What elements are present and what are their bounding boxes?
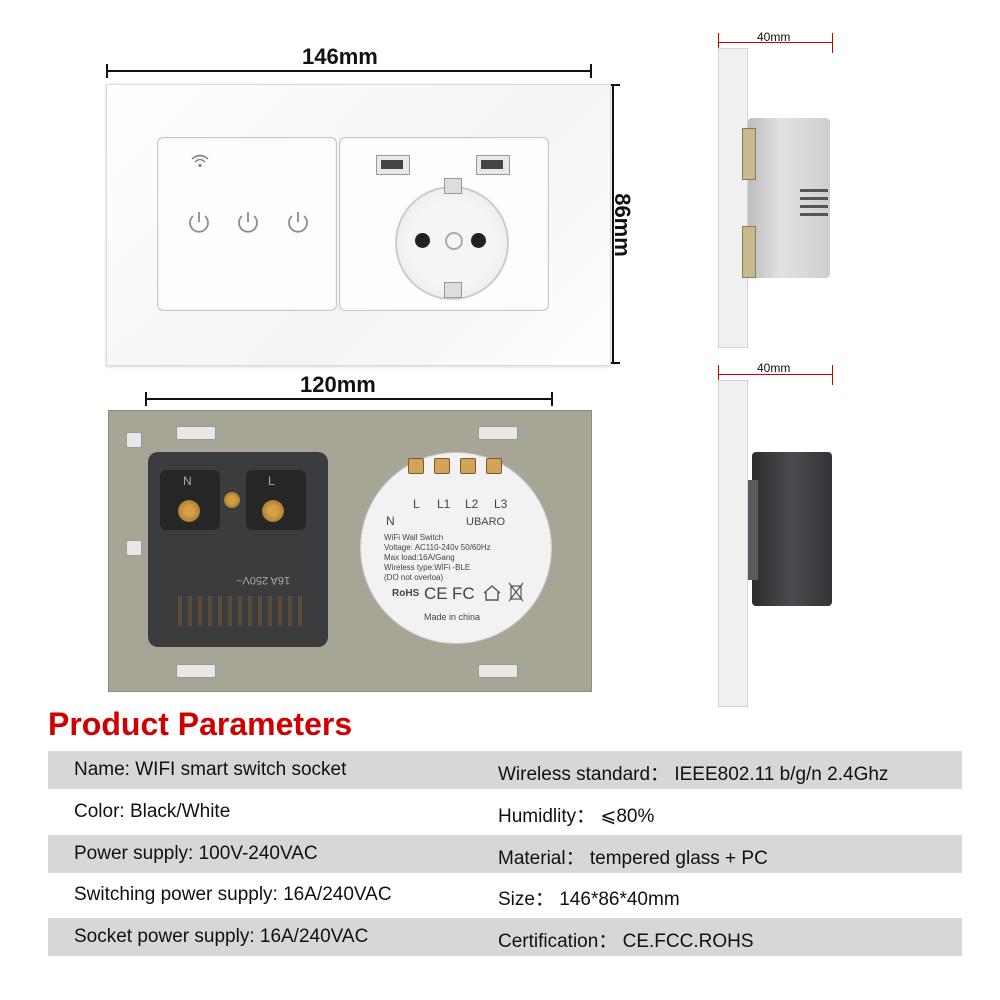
param-right: Certification： CE.FCC.ROHS	[498, 931, 754, 952]
wire-terminal-icon	[434, 458, 450, 474]
rohs-logo: RoHS	[392, 588, 420, 599]
side-view-clip	[748, 480, 758, 580]
wifi-icon	[191, 154, 209, 168]
param-row: Switching power supply: 16A/240VAC Size：…	[48, 876, 962, 914]
earth-clip-icon	[444, 282, 462, 298]
mounting-tab	[478, 426, 518, 440]
param-row: Socket power supply: 16A/240VAC Certific…	[48, 918, 962, 956]
param-left: Power supply: 100V-240VAC	[74, 843, 318, 864]
terminal-label: L2	[465, 497, 479, 511]
param-left: Switching power supply: 16A/240VAC	[74, 884, 392, 905]
socket-cooling-fins	[178, 596, 308, 626]
depth-dimension-line-bottom	[718, 365, 833, 385]
socket-rating-label: 16A 250V~	[236, 574, 291, 586]
power-icon[interactable]	[186, 210, 212, 236]
power-icon[interactable]	[285, 210, 311, 236]
terminal-screw-icon	[178, 500, 200, 522]
mounting-tab	[126, 432, 142, 448]
param-right: Humidlity： ⩽80%	[498, 806, 655, 827]
terminal-screw-icon	[224, 492, 240, 508]
param-row: Power supply: 100V-240VAC Material： temp…	[48, 835, 962, 873]
back-width-dimension-line	[145, 392, 553, 406]
mounting-tab	[176, 664, 216, 678]
side-view-clip	[742, 226, 756, 278]
param-row: Name: WIFI smart switch socket Wireless …	[48, 751, 962, 789]
terminal-screw-icon	[262, 500, 284, 522]
module-spec-line: Max load:16A/Gang	[384, 553, 455, 562]
param-left: Name: WIFI smart switch socket	[74, 759, 347, 780]
width-dimension-line	[106, 64, 592, 78]
wifi-switch-module-back	[360, 452, 552, 644]
mounting-tab	[478, 664, 518, 678]
module-n-label: N	[386, 514, 395, 528]
socket-center-mark	[445, 232, 463, 250]
width-dimension-label: 146mm	[302, 44, 378, 69]
depth-dimension-label-top: 40mm	[757, 30, 791, 44]
ce-logo: CE	[424, 584, 448, 603]
weee-bin-icon	[508, 582, 524, 602]
terminal-label: L3	[494, 497, 508, 511]
module-spec-line: WiFi Wall Switch	[384, 533, 444, 542]
param-left: Socket power supply: 16A/240VAC	[74, 926, 369, 947]
terminal-label: L	[413, 497, 420, 511]
module-spec-line: Voltage: AC110-240v 50/60Hz	[384, 543, 491, 552]
side-view-vents	[800, 186, 828, 216]
height-dimension-label: 86mm	[609, 193, 635, 257]
usb-port-icon[interactable]	[476, 155, 510, 175]
fcc-logo: FC	[452, 584, 475, 603]
wire-terminal-icon	[408, 458, 424, 474]
side-view-plate	[718, 48, 748, 348]
power-icon[interactable]	[235, 210, 261, 236]
param-row: Color: Black/White Humidlity： ⩽80%	[48, 793, 962, 831]
terminal-label: L1	[437, 497, 451, 511]
wire-terminal-icon	[460, 458, 476, 474]
module-spec-line: (DO not overloa)	[384, 573, 444, 582]
param-right: Wireless standard： IEEE802.11 b/g/n 2.4G…	[498, 764, 889, 785]
socket-n-label: N	[183, 474, 192, 488]
back-width-dimension-label: 120mm	[300, 372, 376, 397]
depth-dimension-line-top	[718, 33, 833, 53]
socket-pin-hole	[471, 233, 486, 248]
params-title: Product Parameters	[48, 706, 353, 742]
made-in-label: Made in china	[424, 612, 481, 622]
side-view-bottom-body	[752, 452, 832, 606]
param-right: Material： tempered glass + PC	[498, 848, 768, 869]
depth-dimension-label-bottom: 40mm	[757, 361, 791, 375]
earth-clip-icon	[444, 178, 462, 194]
param-left: Color: Black/White	[74, 801, 231, 822]
wire-terminal-icon	[486, 458, 502, 474]
module-spec-line: Wireless type:WiFi -BLE	[384, 563, 471, 572]
home-icon	[483, 585, 501, 601]
usb-port-icon[interactable]	[376, 155, 410, 175]
side-view-plate	[718, 380, 748, 707]
socket-pin-hole	[415, 233, 430, 248]
mounting-tab	[126, 540, 142, 556]
param-right: Size： 146*86*40mm	[498, 889, 680, 910]
socket-l-label: L	[268, 474, 275, 488]
mounting-tab	[176, 426, 216, 440]
height-dimension-line	[606, 84, 620, 364]
side-view-clip	[742, 128, 756, 180]
module-brand: UBARO	[466, 516, 506, 528]
